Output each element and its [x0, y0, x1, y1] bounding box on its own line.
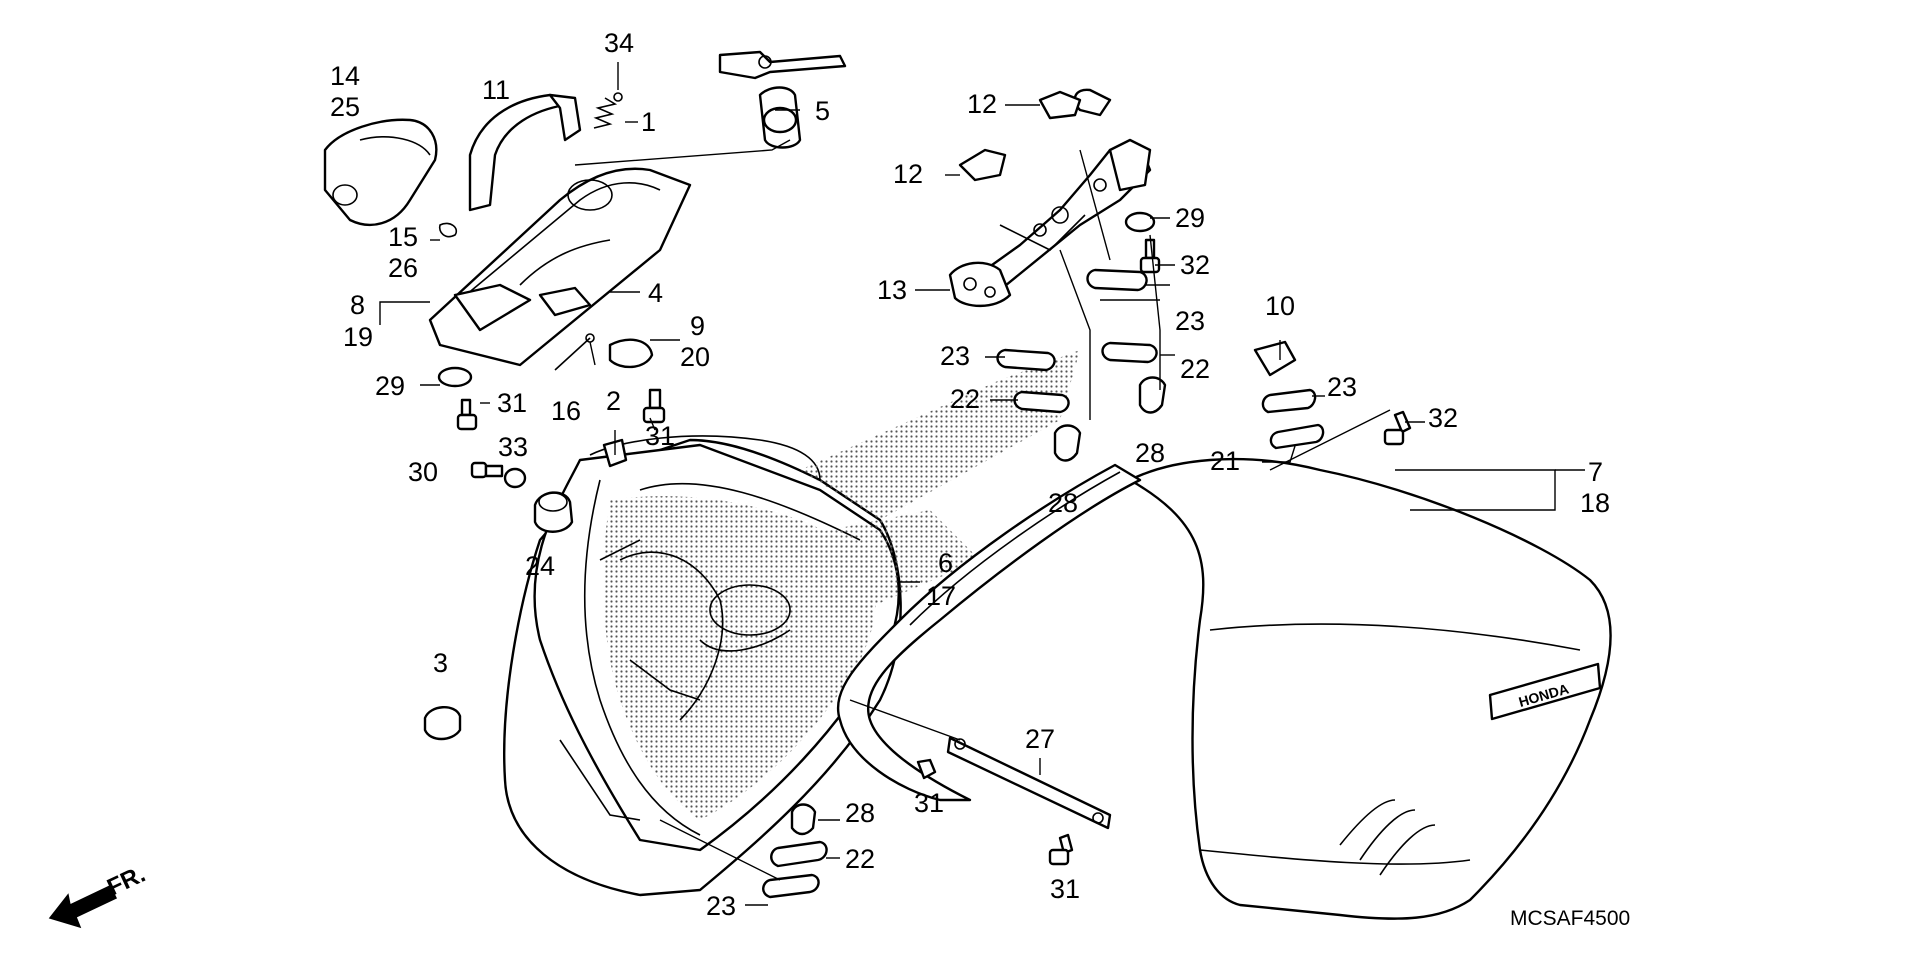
callout-11: 11: [482, 75, 510, 105]
callout-20: 20: [680, 342, 710, 372]
callout-31: 31: [497, 388, 527, 418]
callout-3: 3: [433, 648, 448, 678]
callout-2: 2: [606, 386, 621, 416]
callout-1: 1: [641, 107, 656, 137]
callout-28: 28: [1135, 438, 1165, 468]
callout-13: 13: [877, 275, 907, 305]
callout-5: 5: [815, 96, 830, 126]
callout-19: 19: [343, 322, 373, 352]
callout-26: 26: [388, 253, 418, 283]
callout-23: 23: [706, 891, 736, 921]
hinge-bracket-assembly: [948, 88, 1412, 471]
saddlebag-lid: HONDA: [836, 457, 1612, 920]
callout-22: 22: [845, 844, 875, 874]
callout-21: 21: [1210, 446, 1240, 476]
callout-32: 32: [1180, 250, 1210, 280]
callout-8: 8: [350, 290, 365, 320]
callout-29: 29: [375, 371, 405, 401]
callout-labels: 14 25 11 34 1 5 15 26 8 19 4 9 20 29 31 …: [330, 28, 1610, 921]
handle-assembly: [323, 50, 847, 741]
callout-7: 7: [1588, 457, 1603, 487]
callout-15: 15: [388, 222, 418, 252]
callout-23: 23: [1327, 372, 1357, 402]
callout-28: 28: [1048, 488, 1078, 518]
callout-17: 17: [926, 581, 956, 611]
saddlebag-case: [503, 350, 1080, 897]
callout-27: 27: [1025, 724, 1055, 754]
callout-12: 12: [967, 89, 997, 119]
callout-23: 23: [940, 341, 970, 371]
callout-24: 24: [525, 551, 555, 581]
front-arrow-icon: [48, 885, 118, 929]
callout-28: 28: [845, 798, 875, 828]
diagram-code: MCSAF4500: [1510, 907, 1630, 930]
callout-22: 22: [1180, 354, 1210, 384]
leader-lines: [379, 62, 1585, 906]
callout-6: 6: [938, 548, 953, 578]
callout-31: 31: [914, 788, 944, 818]
callout-31: 31: [645, 421, 675, 451]
callout-25: 25: [330, 92, 360, 122]
callout-23: 23: [1175, 306, 1205, 336]
callout-31: 31: [1050, 874, 1080, 904]
stay-retainer: [659, 699, 1112, 899]
callout-10: 10: [1265, 291, 1295, 321]
callout-4: 4: [648, 278, 663, 308]
callout-32: 32: [1428, 403, 1458, 433]
callout-22: 22: [950, 384, 980, 414]
callout-18: 18: [1580, 488, 1610, 518]
callout-30: 30: [408, 457, 438, 487]
callout-29: 29: [1175, 203, 1205, 233]
callout-14: 14: [330, 61, 360, 91]
callout-34: 34: [604, 28, 634, 58]
front-direction-indicator: FR.: [48, 861, 150, 929]
callout-12: 12: [893, 159, 923, 189]
callout-33: 33: [498, 432, 528, 462]
callout-16: 16: [551, 396, 581, 426]
callout-9: 9: [690, 311, 705, 341]
